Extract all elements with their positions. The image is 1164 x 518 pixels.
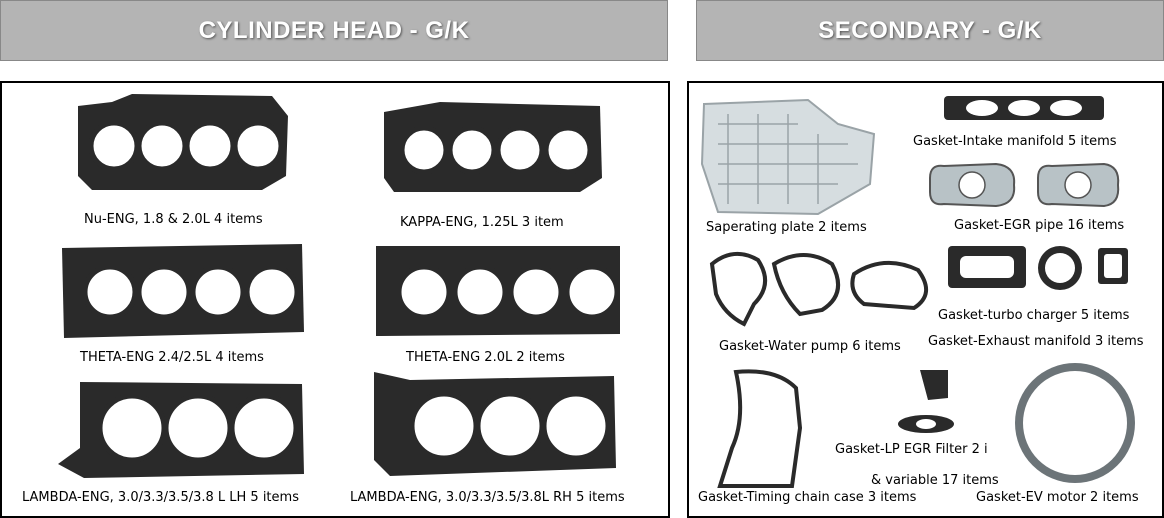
- kappa-eng-gasket-image: [384, 102, 602, 192]
- separating-plate-caption: Saperating plate 2 items: [706, 220, 867, 235]
- egr-pipe-caption: Gasket-EGR pipe 16 items: [954, 218, 1125, 233]
- ev-motor-gasket-image: [1015, 363, 1135, 483]
- lp-egr-filter-image: [898, 370, 954, 433]
- lp-egr-caption-1: Gasket-LP EGR Filter 2 i: [835, 442, 988, 457]
- theta-eng-20-gasket-image: [376, 246, 620, 336]
- lambda-rh-gasket-image: [374, 372, 616, 476]
- timing-chain-case-caption: Gasket-Timing chain case 3 items: [698, 490, 917, 505]
- theta-eng-24-caption: THETA-ENG 2.4/2.5L 4 items: [80, 350, 264, 365]
- turbo-exhaust-image: [948, 246, 1128, 290]
- turbo-charger-caption: Gasket-turbo charger 5 items: [938, 308, 1130, 323]
- intake-manifold-caption: Gasket-Intake manifold 5 items: [913, 134, 1117, 149]
- water-pump-image: [709, 252, 928, 327]
- lambda-lh-gasket-image: [58, 382, 304, 478]
- water-pump-caption: Gasket-Water pump 6 items: [719, 339, 901, 354]
- ev-motor-caption: Gasket-EV motor 2 items: [976, 490, 1139, 505]
- nu-eng-caption: Nu-ENG, 1.8 & 2.0L 4 items: [84, 212, 263, 227]
- lambda-rh-caption: LAMBDA-ENG, 3.0/3.3/3.5/3.8L RH 5 items: [350, 490, 625, 505]
- exhaust-manifold-caption: Gasket-Exhaust manifold 3 items: [928, 334, 1144, 349]
- theta-eng-20-caption: THETA-ENG 2.0L 2 items: [406, 350, 565, 365]
- separating-plate-image: [700, 98, 876, 216]
- lp-egr-caption-2: & variable 17 items: [871, 473, 999, 488]
- lambda-lh-caption: LAMBDA-ENG, 3.0/3.3/3.5/3.8 L LH 5 items: [22, 490, 299, 505]
- secondary-header: SECONDARY - G/K: [696, 0, 1164, 61]
- egr-pipe-image: [929, 162, 1120, 208]
- timing-chain-case-image: [717, 369, 803, 488]
- nu-eng-gasket-image: [78, 94, 288, 190]
- cylinder-head-header: CYLINDER HEAD - G/K: [0, 0, 668, 61]
- intake-manifold-image: [944, 96, 1104, 120]
- kappa-eng-caption: KAPPA-ENG, 1.25L 3 item: [400, 215, 564, 230]
- theta-eng-24-gasket-image: [62, 244, 304, 338]
